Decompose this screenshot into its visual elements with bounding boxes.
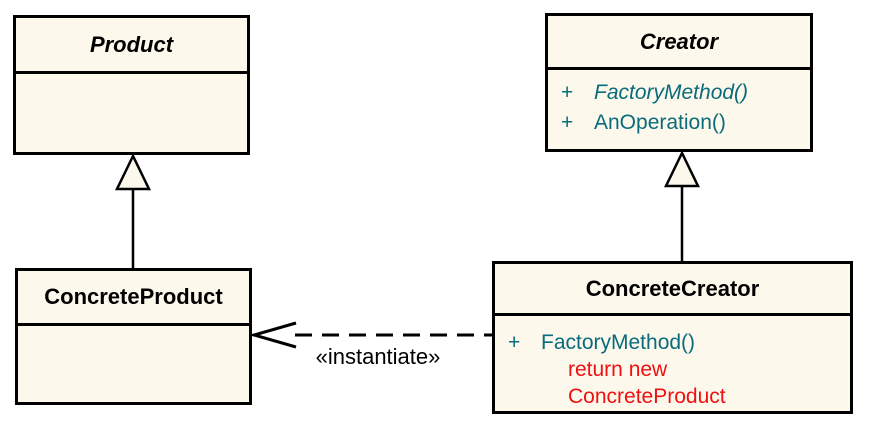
inheritance-triangle-product bbox=[115, 153, 151, 191]
method-row-factorymethod-abstract: + FactoryMethod() bbox=[548, 78, 810, 108]
method-row-anoperation: + AnOperation() bbox=[548, 108, 810, 138]
members-compartment-product bbox=[16, 74, 247, 152]
instantiate-open-arrowhead bbox=[248, 321, 297, 349]
visibility-public-symbol: + bbox=[508, 331, 521, 354]
class-box-concretecreator: ConcreteCreator + FactoryMethod() return… bbox=[492, 261, 853, 414]
method-row-factorymethod-concrete: + FactoryMethod() bbox=[495, 329, 850, 356]
class-name-compartment-product: Product bbox=[16, 18, 247, 74]
pseudocode-line-concreteproduct: ConcreteProduct bbox=[568, 385, 726, 408]
generalization-concreteproduct-to-product bbox=[115, 153, 151, 268]
method-name-anoperation: AnOperation() bbox=[594, 111, 726, 134]
class-name-compartment-concretecreator: ConcreteCreator bbox=[495, 264, 850, 316]
class-name-compartment-concreteproduct: ConcreteProduct bbox=[18, 271, 249, 326]
pseudocode-line-return-new: return new bbox=[568, 358, 668, 381]
members-compartment-concretecreator: + FactoryMethod() return new ConcretePro… bbox=[495, 316, 850, 411]
class-box-product: Product bbox=[13, 15, 250, 155]
class-box-concreteproduct: ConcreteProduct bbox=[15, 268, 252, 405]
method-name-factorymethod-concrete: FactoryMethod() bbox=[541, 331, 696, 354]
visibility-public-symbol: + bbox=[561, 81, 574, 104]
class-title-concreteproduct: ConcreteProduct bbox=[44, 284, 223, 309]
class-title-product: Product bbox=[89, 31, 174, 57]
instantiate-dependency-arrow bbox=[248, 321, 492, 349]
class-title-concretecreator: ConcreteCreator bbox=[585, 275, 760, 301]
visibility-public-symbol: + bbox=[561, 111, 574, 134]
class-title-creator: Creator bbox=[639, 28, 719, 54]
class-box-creator: Creator + FactoryMethod() + AnOperation(… bbox=[545, 13, 813, 152]
class-name-compartment-creator: Creator bbox=[548, 16, 810, 70]
generalization-concretecreator-to-creator bbox=[664, 150, 700, 261]
instantiate-stereotype-label: «instantiate» bbox=[315, 344, 441, 369]
members-compartment-creator: + FactoryMethod() + AnOperation() bbox=[548, 70, 810, 149]
members-compartment-concreteproduct bbox=[18, 326, 249, 402]
inheritance-triangle-creator bbox=[664, 150, 700, 188]
method-name-factorymethod-abstract: FactoryMethod() bbox=[594, 81, 749, 104]
